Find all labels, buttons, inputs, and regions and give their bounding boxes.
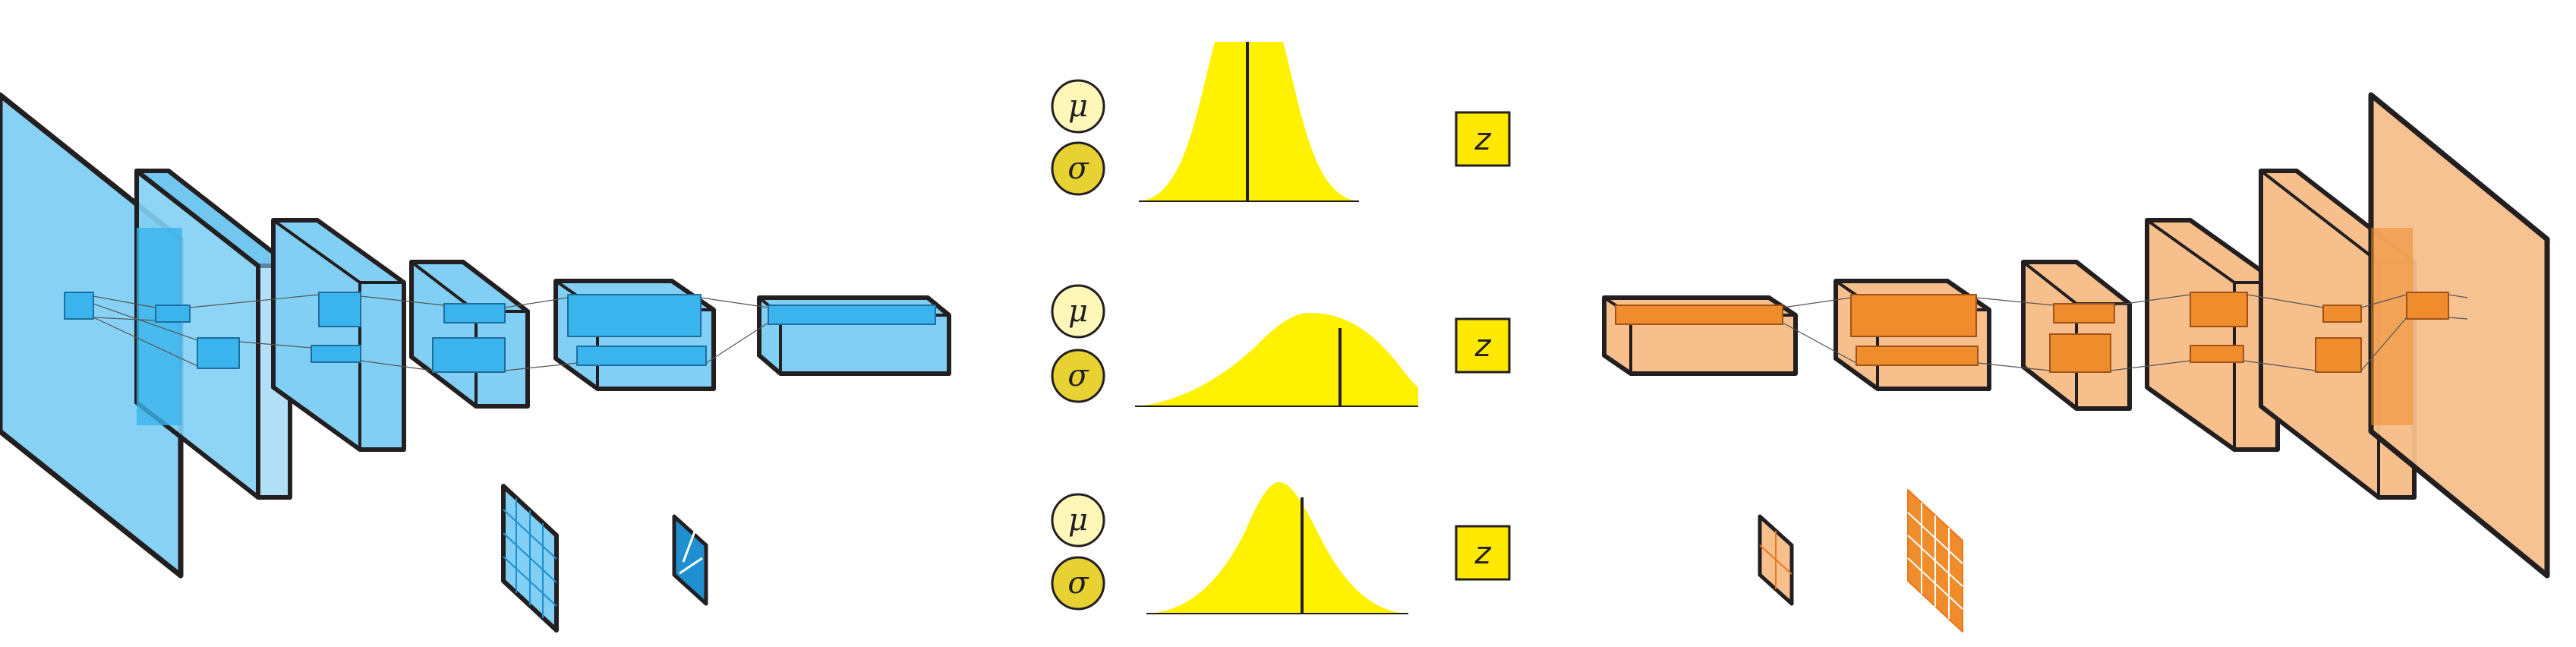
- sigma-node: [1051, 349, 1105, 403]
- gaussian-curve-icon: [1135, 313, 1418, 406]
- decoder-feature-map-2: [1907, 489, 1963, 633]
- encoder-feature-map-1: [501, 484, 559, 633]
- encoder-layer-3: [409, 260, 530, 409]
- sigma-symbol: σ: [1067, 358, 1089, 393]
- mu-symbol: μ: [1068, 89, 1088, 124]
- encoder-kernels: [64, 292, 936, 373]
- mu-node: [1051, 79, 1105, 134]
- mu-symbol: μ: [1068, 503, 1088, 538]
- encoder-connections: [93, 294, 769, 371]
- latent-row-3: μ σ z: [1051, 482, 1511, 614]
- z-label: z: [1474, 536, 1492, 571]
- decoder-feature-map-1: [1758, 514, 1794, 606]
- sigma-symbol: σ: [1067, 151, 1089, 186]
- decoder-output-dark-band: [2371, 228, 2413, 425]
- z-node: [1455, 111, 1511, 167]
- z-node: [1455, 525, 1511, 581]
- decoder: [1602, 92, 2550, 633]
- encoder-layer-2: [271, 218, 406, 452]
- decoder-layer-4: [2145, 218, 2280, 452]
- decoder-connections: [1782, 294, 2468, 371]
- encoder-feature-map-2: [672, 514, 708, 606]
- z-label: z: [1474, 329, 1492, 364]
- decoder-kernels: [1615, 292, 2449, 373]
- mu-symbol: μ: [1068, 294, 1088, 329]
- sigma-node: [1051, 141, 1105, 196]
- mu-node: [1051, 493, 1105, 548]
- z-node: [1455, 317, 1511, 374]
- gaussian-curve-icon: [1146, 482, 1408, 614]
- encoder: [0, 92, 951, 633]
- z-label: z: [1474, 122, 1492, 157]
- latent-row-2: μ σ z: [1051, 284, 1511, 407]
- sigma-node: [1051, 556, 1105, 611]
- latent-row-1: μ σ z: [1051, 42, 1511, 202]
- sigma-symbol: σ: [1067, 566, 1089, 601]
- mu-node: [1051, 284, 1105, 339]
- latent-space: μ σ z μ σ z μ σ: [1051, 42, 1511, 614]
